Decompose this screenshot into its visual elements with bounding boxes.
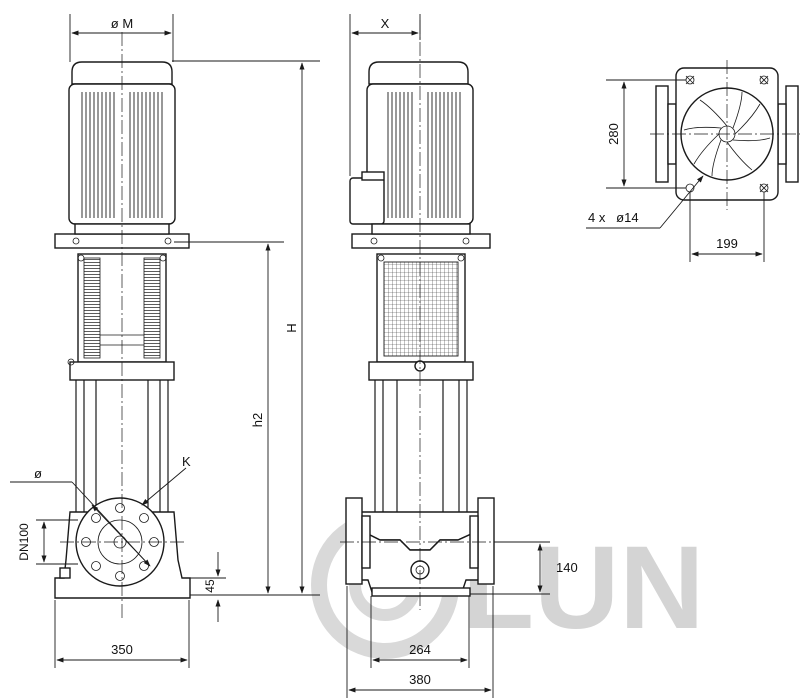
front-motor-fins: [81, 92, 163, 218]
label-flange-diameter: ø: [34, 466, 42, 481]
label-total-height: H: [284, 323, 299, 332]
foot-dimensions: [586, 79, 765, 262]
label-mounting-holes: 4 x ø14: [588, 210, 639, 225]
label-side-base-width-inner: 264: [409, 642, 431, 657]
label-base-height: 45: [203, 579, 217, 593]
label-foot-width: 199: [716, 236, 738, 251]
label-side-port-height: 140: [556, 560, 578, 575]
label-foot-height: 280: [606, 123, 621, 145]
watermark: LUN: [311, 511, 705, 659]
impeller-vanes: [683, 91, 771, 177]
side-view: [340, 20, 500, 610]
side-motor-fins: [387, 92, 461, 218]
watermark-text: LUN: [462, 522, 705, 654]
label-inlet-height: h2: [250, 413, 265, 427]
front-dimensions: [36, 14, 320, 668]
label-motor-diameter: ø M: [111, 16, 133, 31]
label-front-base-width: 350: [111, 642, 133, 657]
side-dimensions: [346, 14, 550, 698]
label-side-base-width-outer: 380: [409, 672, 431, 687]
label-bolt-circle: K: [182, 454, 191, 469]
front-view: [10, 32, 191, 620]
dimension-labels: ø M X H h2 ø K DN100 45 350 140 264 380 …: [17, 16, 738, 687]
label-motor-offset: X: [381, 16, 390, 31]
foot-view: [650, 60, 800, 210]
label-nominal-diameter: DN100: [17, 523, 31, 561]
